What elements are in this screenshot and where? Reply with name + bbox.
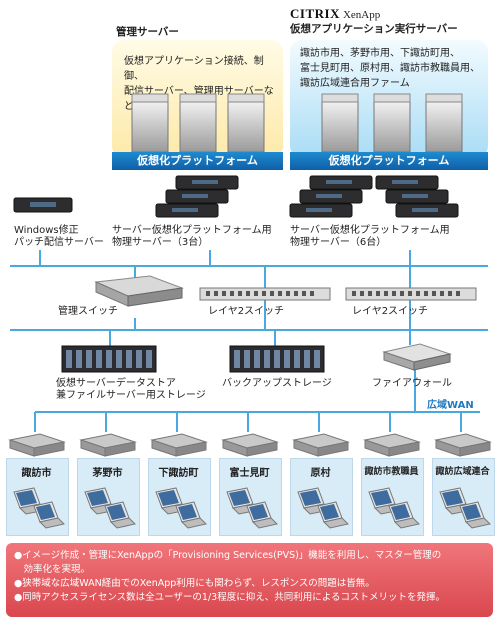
laptop-icon [297, 487, 349, 529]
server-tower-icon [227, 93, 265, 153]
management-title: 管理サーバー [116, 26, 179, 38]
firewall-icon [382, 343, 452, 371]
xenapp-server-group [321, 93, 463, 153]
server-tower-icon [131, 93, 169, 153]
management-server-group [131, 93, 265, 153]
note-line: ●狭帯域な広域WAN経由でのXenApp利用にも関わらず、レスポンスの問題は皆無… [14, 578, 375, 589]
server-tower-icon [321, 93, 359, 153]
site-label: 原村 [310, 468, 331, 479]
management-description: 仮想アプリケーション接続、制御、 配信サーバー、管理用サーバーなど [124, 56, 274, 112]
router-icon [8, 433, 66, 457]
backup-storage-label: バックアップストレージ [222, 378, 332, 389]
router-icon [79, 433, 137, 457]
site-label: 茅野市 [92, 468, 123, 479]
laptop-icon [84, 487, 136, 529]
citrix-logo: CITRIX [290, 6, 340, 21]
client-pc-row [13, 487, 491, 529]
laptop-icon [155, 487, 207, 529]
site-label: 諏訪市教職員 [364, 467, 419, 477]
physical-servers-6-label: サーバー仮想化プラットフォーム用 物理サーバー（6台） [290, 225, 450, 248]
router-icon [363, 433, 421, 457]
site-label: 富士見町 [229, 468, 270, 479]
site-router-row [8, 433, 492, 457]
note-line: ●イメージ作成・管理にXenAppの「Provisioning Services… [14, 550, 442, 561]
storage-row [61, 343, 452, 373]
server-tower-icon [373, 93, 411, 153]
layer2-switch-b-label: レイヤ2スイッチ [352, 306, 429, 317]
summary-notes: ●イメージ作成・管理にXenAppの「Provisioning Services… [6, 543, 493, 617]
laptop-icon [368, 487, 420, 529]
physical-servers-3-label: サーバー仮想化プラットフォーム用 物理サーバー（3台） [112, 225, 272, 248]
firewall-label: ファイアウォール [372, 378, 452, 389]
site-label: 諏訪市 [21, 468, 52, 479]
management-switch-icon [94, 275, 184, 307]
router-icon [292, 433, 350, 457]
note-line: ●同時アクセスライセンス数は全ユーザーの1/3程度に抑え、共同利用によるコストメ… [14, 592, 445, 603]
switch-row [94, 275, 477, 307]
site-label: 諏訪広域連合 [435, 467, 490, 477]
xenapp-subtitle: 仮想アプリケーション実行サーバー [290, 23, 458, 35]
layer2-switch-a-label: レイヤ2スイッチ [208, 306, 285, 317]
datastore-label: 仮想サーバーデータストア 兼ファイルサーバー用ストレージ [56, 378, 206, 401]
windows-update-server-label: Windows修正 パッチ配信サーバー [14, 225, 104, 248]
xenapp-product: XenApp [342, 9, 381, 21]
router-icon [150, 433, 208, 457]
laptop-icon [226, 487, 278, 529]
laptop-icon [439, 487, 491, 529]
management-switch-label: 管理スイッチ [58, 306, 118, 317]
layer2-switch-icon [199, 287, 331, 301]
router-icon [221, 433, 279, 457]
laptop-icon [13, 487, 65, 529]
management-panel: 仮想アプリケーション接続、制御、 配信サーバー、管理用サーバーなど [112, 40, 283, 158]
xenapp-description: 諏訪市用、茅野市用、下諏訪町用、 富士見町用、原村用、諏訪市教職員用、 諏訪広域… [300, 48, 480, 89]
wan-label: 広域WAN [427, 400, 474, 411]
management-platform-bar: 仮想化プラットフォーム [112, 152, 283, 170]
datastore-storage-icon [61, 345, 157, 373]
xenapp-platform-bar: 仮想化プラットフォーム [290, 152, 488, 170]
router-icon [434, 433, 492, 457]
layer2-switch-icon [345, 287, 477, 301]
server-tower-icon [179, 93, 217, 153]
server-tower-icon [425, 93, 463, 153]
note-line: 効率化を実現。 [14, 564, 91, 575]
rack-server-row [13, 175, 459, 218]
backup-storage-icon [229, 345, 325, 373]
xenapp-panel: 諏訪市用、茅野市用、下諏訪町用、 富士見町用、原村用、諏訪市教職員用、 諏訪広域… [290, 40, 488, 158]
site-label: 下諏訪町 [158, 468, 199, 479]
